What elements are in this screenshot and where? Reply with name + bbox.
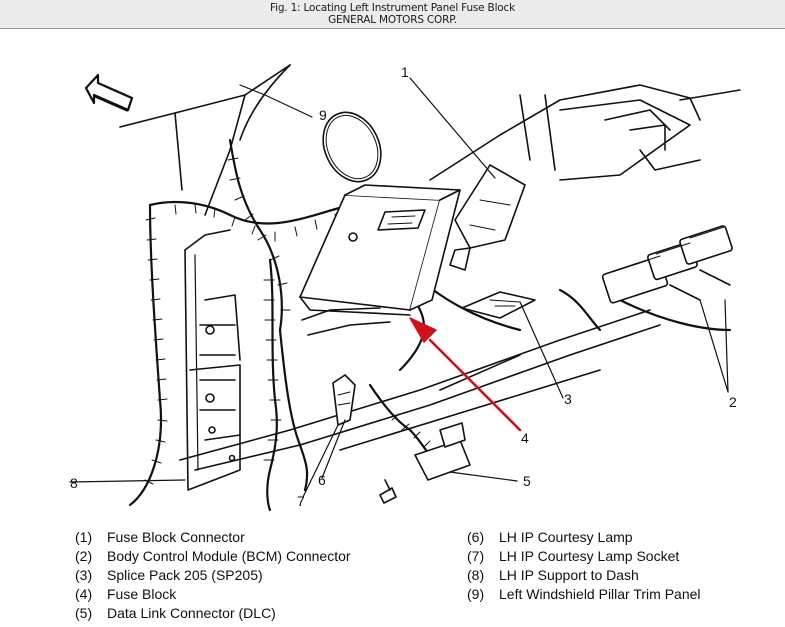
legend-label: Body Control Module (BCM) Connector [107,548,351,564]
callout-9: 9 [319,107,327,123]
legend-number: (2) [75,548,93,564]
bcm-connectors [601,225,733,304]
fuse-block-highlight-arrow [409,317,522,432]
callout-5: 5 [523,473,531,489]
callout-numbers: 1 2 3 4 5 6 7 8 9 [70,64,737,509]
callout-leaders [69,77,729,498]
legend-number: (6) [467,529,485,545]
legend-label: Fuse Block Connector [107,529,245,545]
windshield-pillar-trim-panel [119,64,291,216]
legend-number: (8) [467,567,485,583]
fuse-block [299,184,461,336]
legend-item: (4) Fuse Block [75,585,351,604]
legend-item: (9) Left Windshield Pillar Trim Panel [467,585,701,604]
legend-number: (1) [75,529,93,545]
legend-label: Data Link Connector (DLC) [107,605,276,621]
legend-number: (9) [467,586,485,602]
callout-7: 7 [297,493,305,509]
lh-ip-support-panel [184,229,241,491]
legend-item: (1) Fuse Block Connector [75,528,351,547]
callout-4: 4 [521,430,529,446]
forward-direction-icon [84,73,134,112]
data-link-connector [379,422,471,504]
legend-label: LH IP Courtesy Lamp Socket [499,548,680,564]
courtesy-lamp [332,374,356,426]
callout-1: 1 [401,64,409,80]
legend-item: (3) Splice Pack 205 (SP205) [75,566,351,585]
dash-upper-edges [429,84,741,181]
fuse-block-location-diagram: 1 2 3 4 5 6 7 8 9 [69,64,741,512]
legend-item: (2) Body Control Module (BCM) Connector [75,547,351,566]
callout-6: 6 [318,472,326,488]
legend-item: (6) LH IP Courtesy Lamp [467,528,701,547]
fuse-block-connector [449,164,526,271]
figure-source: GENERAL MOTORS CORP. [328,14,457,26]
legend-number: (5) [75,605,93,621]
legend-label: Splice Pack 205 (SP205) [107,567,263,583]
legend-number: (4) [75,586,93,602]
legend-item: (7) LH IP Courtesy Lamp Socket [467,547,701,566]
legend-number: (3) [75,567,93,583]
figure-header: Fig. 1: Locating Left Instrument Panel F… [0,0,785,29]
callout-3: 3 [564,391,572,407]
splice-pack [461,291,536,319]
callout-2: 2 [729,394,737,410]
figure-title: Fig. 1: Locating Left Instrument Panel F… [270,2,515,14]
legend-label: Left Windshield Pillar Trim Panel [499,586,701,602]
legend-item: (8) LH IP Support to Dash [467,566,701,585]
legend-number: (7) [467,548,485,564]
legend-left: (1) Fuse Block Connector (2) Body Control … [75,528,351,623]
legend-item: (5) Data Link Connector (DLC) [75,604,351,623]
steering-column [322,111,382,183]
callout-8: 8 [70,475,78,491]
legend-label: LH IP Courtesy Lamp [499,529,633,545]
legend-label: LH IP Support to Dash [499,567,639,583]
legend-right: (6) LH IP Courtesy Lamp (7) LH IP Courtesy… [467,528,701,604]
legend-label: Fuse Block [107,586,177,602]
